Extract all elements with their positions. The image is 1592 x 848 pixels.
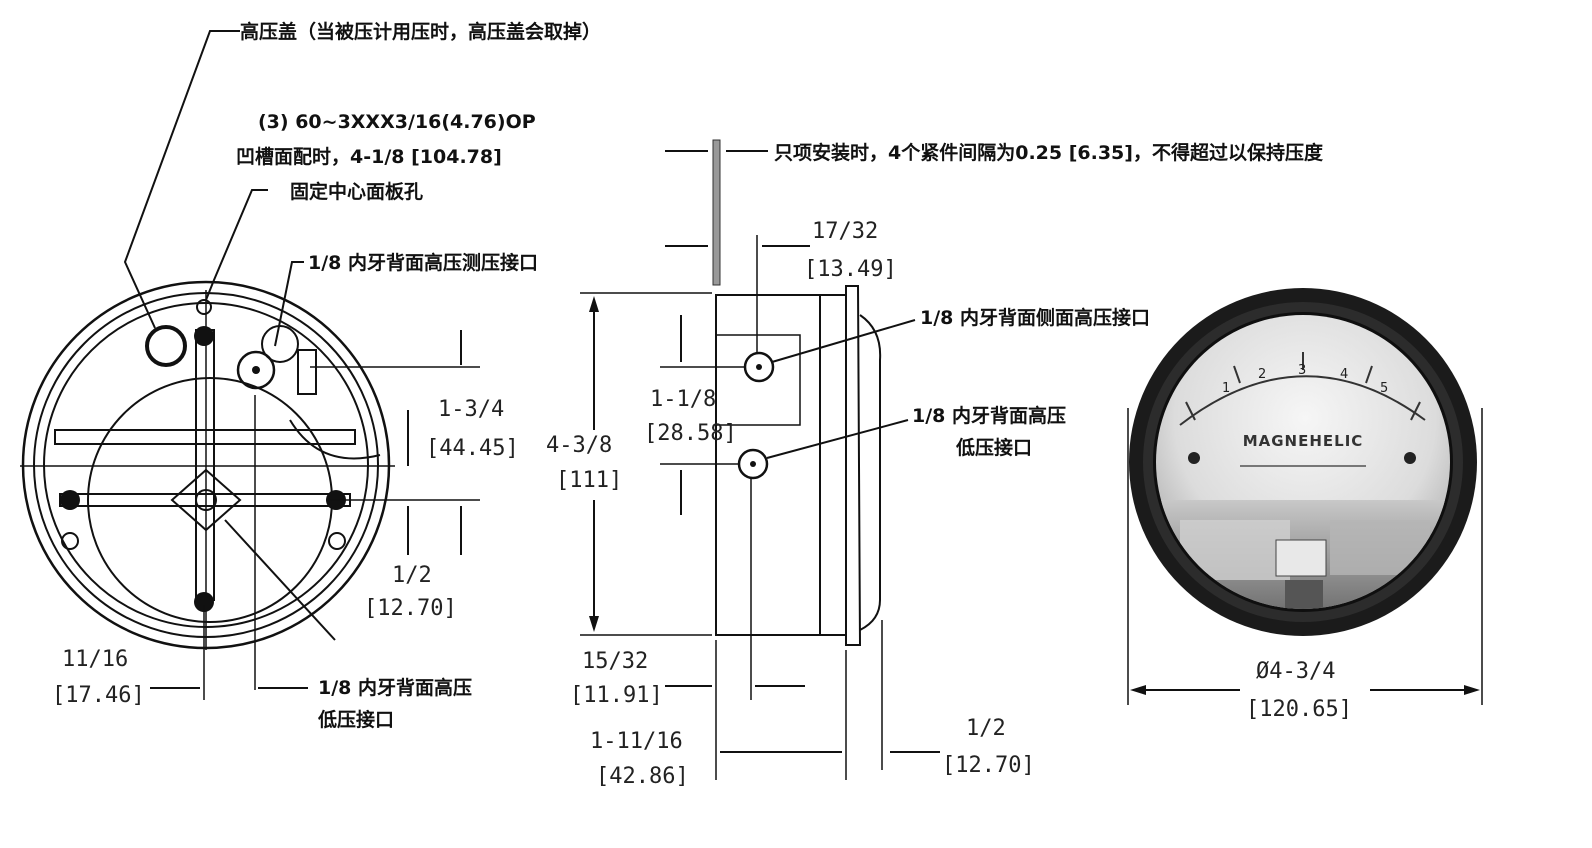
dim-mid-mm: [28.58] [644, 421, 737, 446]
dial-scale-value: 5 [1380, 381, 1388, 396]
gauge-photo: 1 2 3 4 5 MAGNEHELIC [1127, 288, 1483, 705]
dial-scale-value: 1 [1222, 381, 1230, 396]
top-port-label: 1/8 内牙背面高压测压接口 [308, 251, 538, 274]
dim-top-in: 17/32 [812, 219, 878, 244]
mounting-hole-label: 固定中心面板孔 [290, 180, 423, 203]
dim-lip-in: 1/2 [966, 716, 1006, 741]
dial-scale-value: 2 [1258, 367, 1266, 382]
dim-top-mm: [13.49] [804, 257, 897, 282]
bottom-port-label-2: 低压接口 [317, 708, 394, 731]
dim-mid-in: 1-1/8 [650, 387, 716, 412]
dim-base-mm: [11.91] [570, 683, 663, 708]
dim-base-in: 15/32 [582, 649, 648, 674]
bottom-port-label-1: 1/8 内牙背面高压 [318, 676, 472, 699]
range-label-line1: (3) 60~3XXX3/16(4.76)OP [258, 111, 536, 133]
side-port-lower-label-2: 低压接口 [955, 436, 1032, 459]
dim-right-upper-mm: [44.45] [426, 436, 519, 461]
dim-depth-mm: [42.86] [596, 764, 689, 789]
side-view [580, 139, 940, 780]
top-pressure-port [236, 350, 276, 390]
side-port-upper-label: 1/8 内牙背面侧面高压接口 [920, 306, 1150, 329]
dim-bottom-in: 11/16 [62, 647, 128, 672]
dial-scale-value: 4 [1340, 367, 1348, 382]
dim-right-lower-mm: [12.70] [364, 596, 457, 621]
side-port-lower-label-1: 1/8 内牙背面高压 [912, 404, 1066, 427]
dim-height-mm: [111] [556, 468, 622, 493]
dim-right-upper-in: 1-3/4 [438, 397, 504, 422]
range-label-line2: 凹槽面配时，4-1/8 [104.78] [236, 145, 502, 168]
mount-note-label: 只项安装时，4个紧件间隔为0.25 [6.35]，不得超过以保持压度 [774, 141, 1324, 164]
dim-height-in: 4-3/8 [546, 433, 612, 458]
high-port-cover-label: 高压盖（当被压计用压时，高压盖会取掉） [240, 20, 601, 43]
front-view [20, 30, 480, 700]
dim-lip-mm: [12.70] [942, 753, 1035, 778]
mounting-hole-top [194, 326, 214, 346]
dim-depth-in: 1-11/16 [590, 729, 683, 754]
dim-right-lower-in: 1/2 [392, 563, 432, 588]
dial-scale-value: 3 [1298, 363, 1306, 378]
dim-bottom-mm: [17.46] [52, 683, 145, 708]
dim-diameter-mm: [120.65] [1246, 697, 1352, 722]
dial-brand: MAGNEHELIC [1243, 432, 1364, 450]
dim-diameter-in: Ø4-3/4 [1256, 659, 1335, 684]
high-port-cover-ring [145, 325, 187, 367]
